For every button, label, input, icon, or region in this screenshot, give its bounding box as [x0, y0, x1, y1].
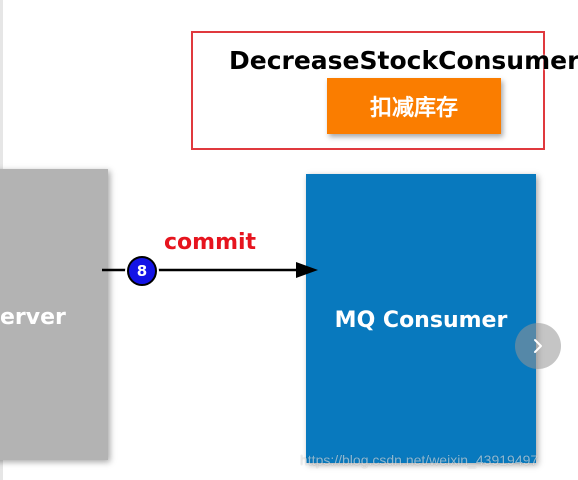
chevron-right-icon — [534, 339, 542, 353]
consumer-group-title: DecreaseStockConsumer — [229, 46, 578, 75]
commit-label: commit — [164, 230, 257, 255]
mq-consumer-node — [306, 174, 536, 463]
watermark-text: https://blog.csdn.net/weixin_43919497 — [300, 452, 539, 468]
decrease-stock-label: 扣减库存 — [369, 96, 458, 121]
commit-arrow-head — [296, 262, 318, 278]
consumer-group-frame — [191, 31, 545, 150]
next-button[interactable] — [515, 323, 561, 369]
mq-consumer-label: MQ Consumer — [334, 308, 508, 333]
decrease-stock-node: 扣减库存 — [327, 78, 501, 134]
server-node-label: erver — [0, 305, 66, 330]
step-number-badge: 8 — [127, 256, 157, 286]
server-node — [0, 169, 108, 460]
